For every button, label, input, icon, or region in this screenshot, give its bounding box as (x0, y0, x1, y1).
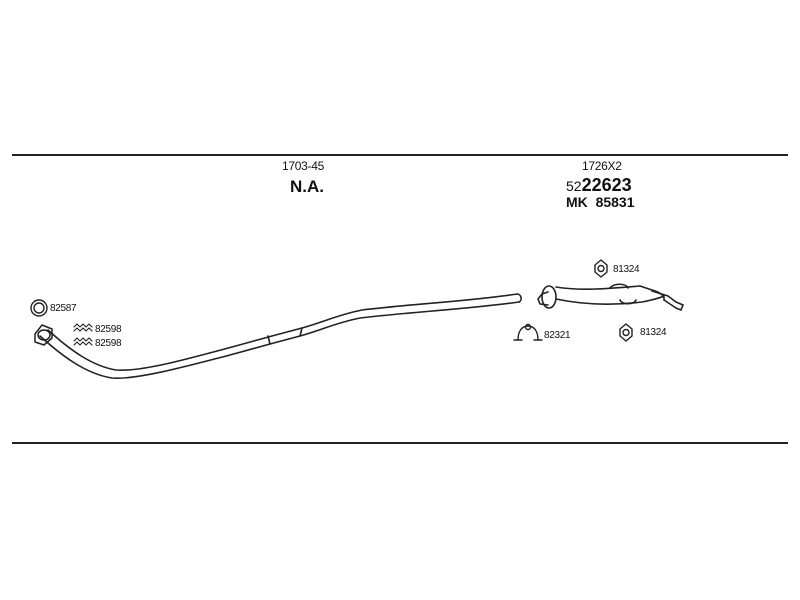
mk-reference: MK 85831 (566, 195, 635, 209)
front-pipe (39, 293, 522, 380)
rear-silencer (537, 283, 684, 311)
front-pipe-label: N.A. (290, 177, 324, 196)
mk-number: 85831 (595, 194, 635, 210)
gasket-label: 82587 (50, 303, 77, 314)
bottom-divider-line (12, 442, 788, 444)
bolt-lower-label: 82598 (95, 338, 122, 349)
pipe-inlet-flange (34, 324, 53, 346)
part-number-prefix: 52 (566, 178, 582, 194)
top-divider-line (12, 154, 788, 156)
bolt-upper-label: 82598 (95, 324, 122, 335)
bolt-upper-icon (73, 323, 93, 332)
rubber-lower-label: 81324 (640, 327, 667, 338)
gasket-ring-icon (30, 299, 48, 317)
part-number-main: 22623 (581, 175, 632, 195)
bolt-lower-icon (73, 337, 93, 346)
rubber-upper-label: 81324 (613, 264, 640, 275)
mk-label: MK (566, 194, 588, 210)
clamp-label: 82321 (544, 330, 571, 341)
clamp-icon (513, 323, 543, 341)
front-pipe-code: 1703-45 (282, 159, 324, 173)
rear-silencer-part-number: 5222623 (566, 176, 632, 194)
rubber-mount-upper-icon (594, 259, 608, 278)
rear-silencer-code: 1726X2 (582, 159, 622, 173)
rubber-mount-lower-icon (619, 323, 633, 342)
